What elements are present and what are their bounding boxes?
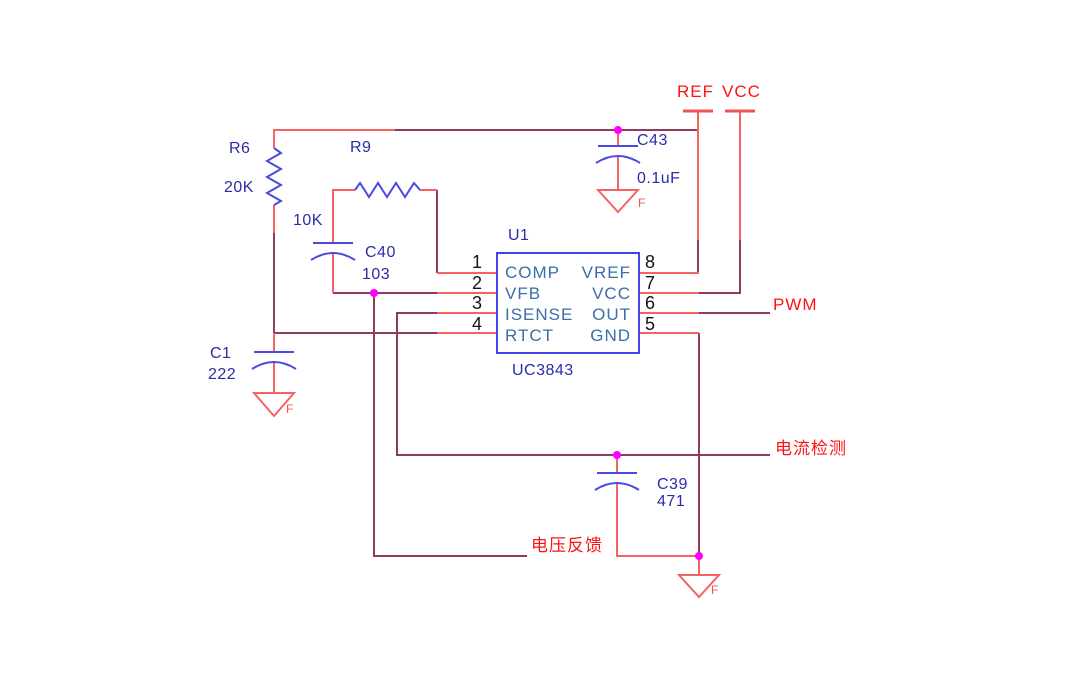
component-symbols	[251, 145, 641, 491]
pin-name-gnd: GND	[590, 326, 631, 345]
r9-value[interactable]: 10K	[293, 212, 323, 229]
ground-symbols	[251, 189, 722, 599]
ic-designator[interactable]: U1	[508, 227, 530, 244]
ic-part-number[interactable]: UC3843	[512, 362, 574, 379]
ground-symbol-main[interactable]	[676, 574, 722, 599]
pin-number-8: 8	[645, 252, 656, 272]
component-leads	[273, 111, 741, 575]
lead-rail-corner	[273, 129, 395, 148]
net-label-voltage-feedback[interactable]: 电压反馈	[531, 536, 603, 555]
ground-symbol-c1[interactable]	[251, 392, 297, 418]
pin-name-rtct: RTCT	[505, 326, 555, 345]
net-wires	[273, 129, 770, 557]
pin-name-vref: VREF	[581, 263, 631, 282]
lead-c39-bottom	[616, 483, 699, 557]
pin-number-4: 4	[471, 314, 482, 334]
pin-name-vfb: VFB	[505, 284, 542, 303]
r6-value[interactable]: 20K	[224, 179, 254, 196]
capacitor-c43-symbol[interactable]	[595, 145, 641, 164]
net-label-vcc[interactable]: VCC	[722, 82, 761, 101]
pin-name-comp: COMP	[505, 263, 560, 282]
net-label-ref[interactable]: REF	[677, 82, 714, 101]
pin-number-7: 7	[645, 273, 656, 293]
pin-name-vcc: VCC	[592, 284, 631, 303]
r6-designator[interactable]: R6	[229, 140, 251, 157]
c39-designator[interactable]: C39	[657, 476, 688, 493]
c43-value[interactable]: 0.1uF	[637, 170, 681, 187]
net-label-current-sense[interactable]: 电流检测	[775, 439, 847, 458]
c1-value[interactable]: 222	[208, 366, 237, 383]
pin-number-5: 5	[645, 314, 656, 334]
ground-flag-c1: F	[286, 402, 294, 416]
capacitor-c1-symbol[interactable]	[251, 351, 297, 370]
c39-value[interactable]: 471	[657, 493, 686, 510]
pin-name-out: OUT	[592, 305, 631, 324]
junction-dots	[370, 126, 703, 560]
pin-number-3: 3	[471, 293, 482, 313]
c43-designator[interactable]: C43	[637, 132, 668, 149]
ground-flag-main: F	[711, 583, 719, 597]
junction-dot	[613, 451, 621, 459]
resistor-r6-symbol[interactable]	[264, 147, 284, 206]
capacitor-c39-symbol[interactable]	[594, 472, 640, 491]
junction-dot	[614, 126, 622, 134]
c40-designator[interactable]: C40	[365, 244, 396, 261]
pin-number-2: 2	[471, 273, 482, 293]
ground-flag-c43: F	[638, 196, 646, 210]
wire-voltage-feedback	[373, 293, 527, 557]
pin-number-1: 1	[471, 252, 482, 272]
net-label-pwm[interactable]: PWM	[773, 295, 818, 314]
pin-name-isense: ISENSE	[505, 305, 574, 324]
pin-number-6: 6	[645, 293, 656, 313]
c1-designator[interactable]: C1	[210, 345, 232, 362]
wire-vcc-drop	[699, 240, 741, 294]
wire-current-sense	[396, 312, 770, 456]
r9-designator[interactable]: R9	[350, 139, 372, 156]
junction-dot	[695, 552, 703, 560]
ic-body[interactable]	[496, 252, 640, 354]
junction-dot	[370, 289, 378, 297]
c40-value[interactable]: 103	[362, 266, 391, 283]
ground-symbol-c43[interactable]	[595, 189, 641, 214]
lead-r9-left	[332, 189, 355, 243]
capacitor-c40-symbol[interactable]	[310, 242, 356, 261]
wire-rtct-net	[273, 233, 437, 334]
resistor-r9-symbol[interactable]	[354, 181, 421, 199]
